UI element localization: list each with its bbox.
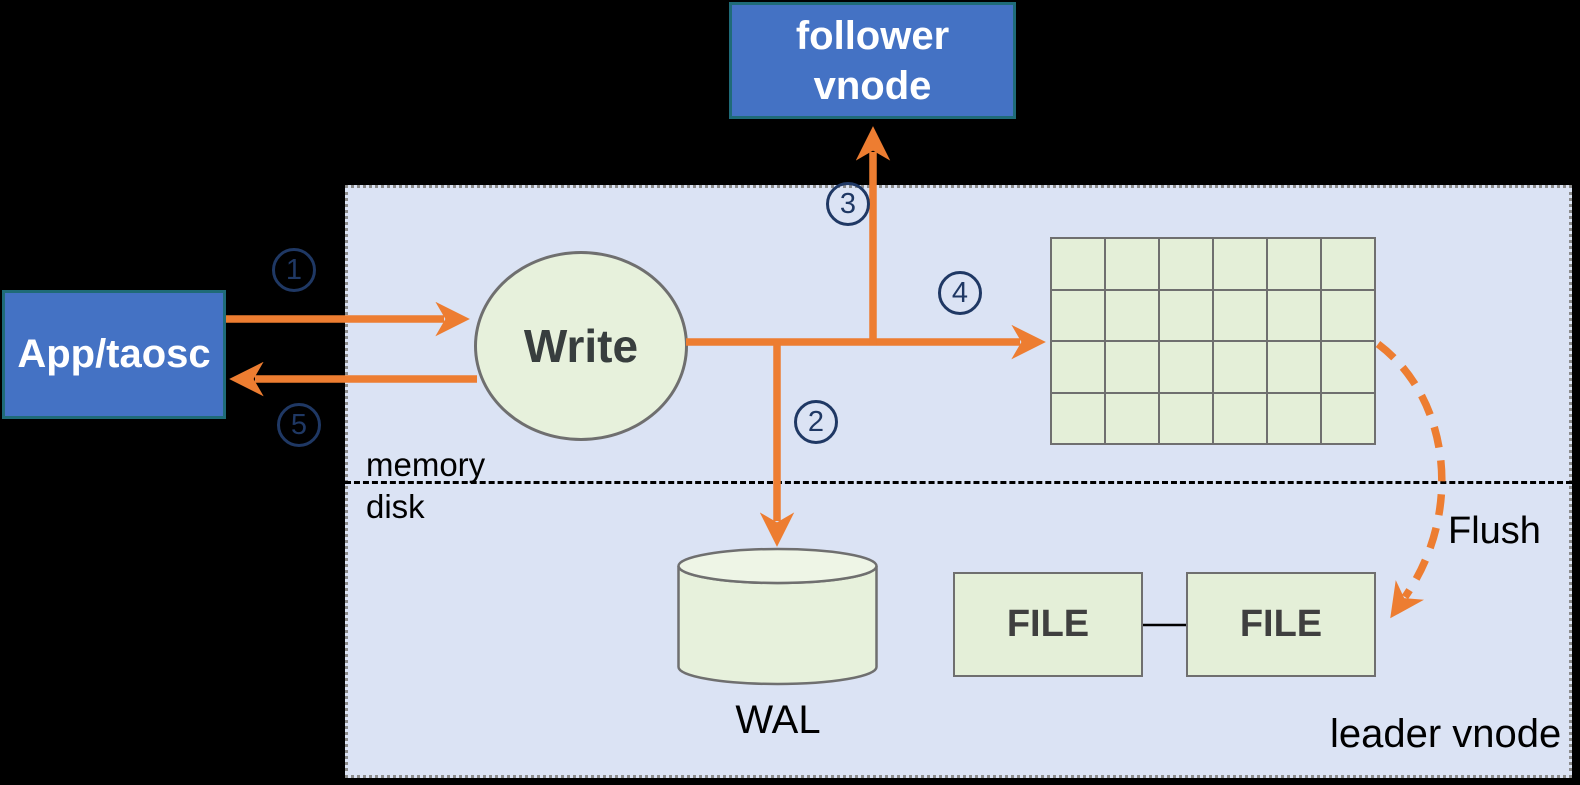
leader-vnode-label: leader vnode <box>1330 712 1562 756</box>
memtable-cell <box>1214 393 1266 443</box>
memory-label: memory <box>366 446 486 483</box>
file-node: FILE <box>953 572 1143 677</box>
file-label: FILE <box>1006 603 1090 645</box>
memtable-cell <box>1322 342 1374 392</box>
memtable-cell <box>1322 239 1374 289</box>
memtable-cell <box>1160 290 1212 340</box>
write-process-node: Write <box>474 251 688 441</box>
memory-disk-divider <box>345 481 1572 484</box>
memtable-grid <box>1050 237 1376 445</box>
memtable-cell <box>1160 393 1212 443</box>
memtable-cell <box>1106 342 1158 392</box>
memtable-cell <box>1214 290 1266 340</box>
app-taosc-node: App/taosc <box>2 290 226 419</box>
step-5-badge: 5 <box>277 403 321 447</box>
memtable-cell <box>1268 393 1320 443</box>
app-taosc-label: App/taosc <box>17 332 211 376</box>
flush-label: Flush <box>1448 510 1541 552</box>
memtable-cell <box>1052 239 1104 289</box>
memtable-cell <box>1268 290 1320 340</box>
memtable-cell <box>1160 239 1212 289</box>
step-4-badge: 4 <box>938 271 982 315</box>
step-1-badge: 1 <box>272 248 316 292</box>
memtable-cell <box>1214 239 1266 289</box>
file-node: FILE <box>1186 572 1376 677</box>
memtable-cell <box>1268 239 1320 289</box>
memtable-cell <box>1052 342 1104 392</box>
memtable-cell <box>1322 290 1374 340</box>
memtable-cell <box>1106 393 1158 443</box>
file-label: FILE <box>1239 603 1323 645</box>
follower-vnode-label: follower vnode <box>795 13 950 108</box>
step-2-badge: 2 <box>794 400 838 444</box>
memtable-cell <box>1268 342 1320 392</box>
memtable-cell <box>1322 393 1374 443</box>
disk-label: disk <box>366 488 425 525</box>
memtable-cell <box>1214 342 1266 392</box>
memtable-cell <box>1106 239 1158 289</box>
step-3-badge: 3 <box>826 182 870 226</box>
memtable-cell <box>1160 342 1212 392</box>
wal-label: WAL <box>735 698 821 742</box>
write-label: Write <box>523 320 639 372</box>
memtable-cell <box>1052 393 1104 443</box>
memtable-cell <box>1052 290 1104 340</box>
memtable-cell <box>1106 290 1158 340</box>
follower-vnode-node: follower vnode <box>729 2 1016 119</box>
